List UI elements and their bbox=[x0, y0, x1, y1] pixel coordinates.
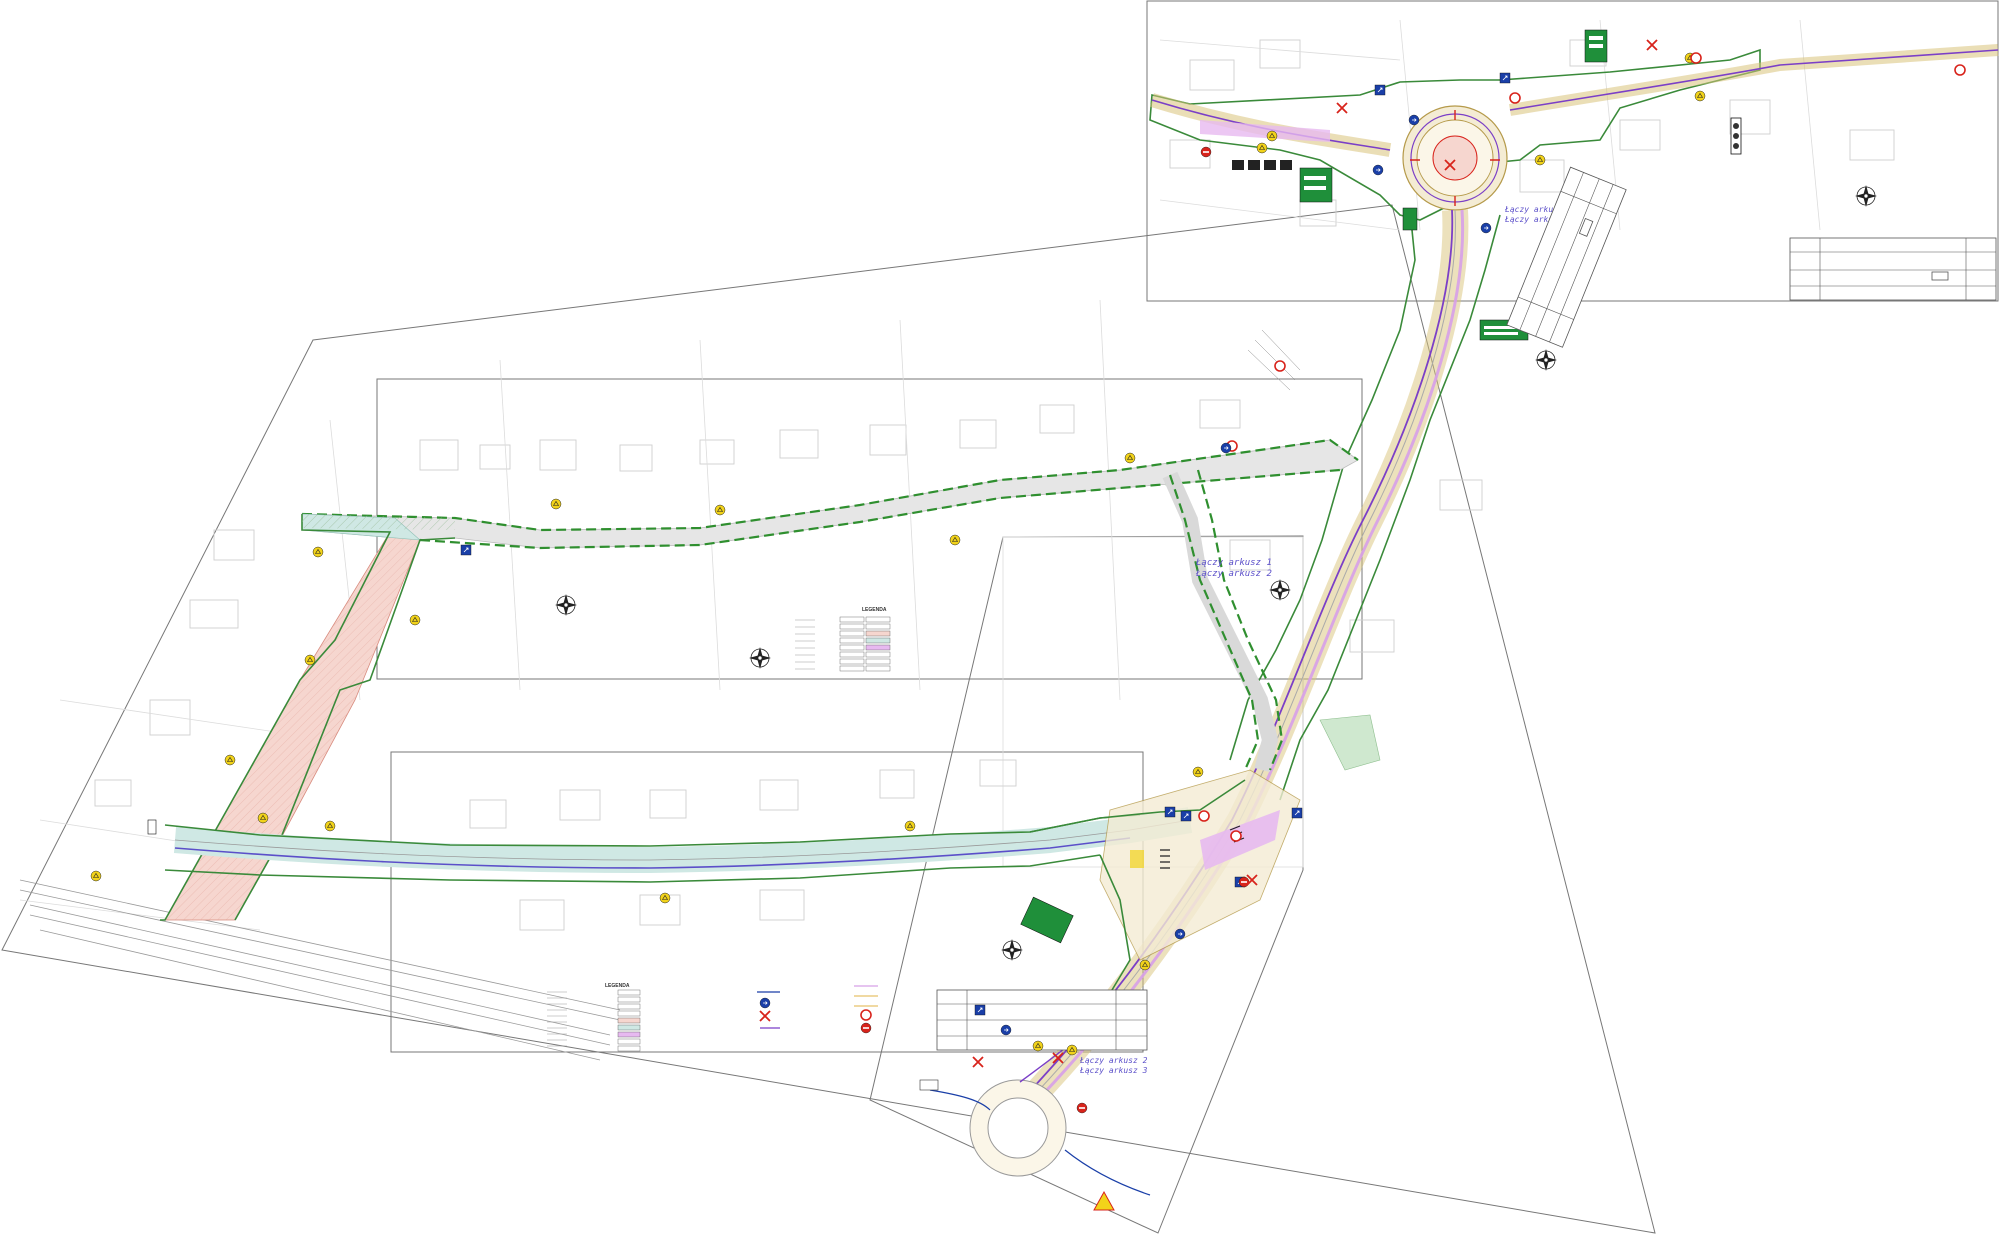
legend-rows-right bbox=[865, 616, 891, 672]
match-line-label: Łączy arkusz 1 bbox=[1504, 205, 1572, 214]
legend-top: LEGENDA bbox=[795, 607, 891, 672]
top-right-sheet: Łączy arkusz 1 Łączy arkusz 2 bbox=[1000, 29, 1999, 1130]
direction-sign-icon bbox=[1020, 896, 1074, 944]
background-parcels bbox=[19, 19, 1895, 1061]
chevron-signs bbox=[1232, 160, 1292, 170]
direction-sign-icon bbox=[1402, 207, 1418, 231]
compass-rose-icon bbox=[554, 593, 578, 617]
match-line-label: Łączy arkusz 2 bbox=[1504, 215, 1573, 224]
traffic-light-icon bbox=[147, 819, 157, 835]
compass-rose-icon bbox=[748, 646, 772, 670]
legend-bottom: LEGENDA bbox=[547, 983, 878, 1052]
bus-stop-icon bbox=[919, 1079, 939, 1091]
title-block-middle bbox=[1506, 166, 1627, 348]
legend-rows-mid bbox=[839, 616, 865, 672]
legend-rows-left bbox=[795, 619, 815, 670]
roundabout-south bbox=[969, 1009, 1111, 1177]
legend-title: LEGENDA bbox=[862, 607, 887, 613]
match-line-label: Łączy arkusz 3 bbox=[1079, 1066, 1148, 1075]
compass-rose-icon bbox=[1854, 184, 1878, 208]
compass-rose-icon bbox=[1268, 578, 1292, 602]
direction-sign-icon bbox=[1299, 167, 1333, 203]
direction-sign-icon bbox=[1584, 29, 1608, 63]
legend-title: LEGENDA bbox=[605, 983, 630, 989]
warning-sign-icon bbox=[1093, 1190, 1115, 1211]
compass-rose-icon bbox=[1534, 348, 1558, 372]
match-line-label: Łączy arkusz 2 bbox=[1079, 1056, 1148, 1065]
match-line-label: Łączy arkusz 1 bbox=[1195, 558, 1272, 568]
title-block-south bbox=[936, 989, 1148, 1051]
roundabout-north bbox=[1402, 105, 1508, 211]
compass-rose-icon bbox=[1000, 938, 1024, 962]
match-line-label: Łączy arkusz 2 bbox=[1195, 569, 1272, 579]
traffic-light-icon bbox=[1730, 117, 1742, 155]
title-block-north bbox=[1789, 237, 1997, 301]
left-sheet: Łączy arkusz 1 Łączy arkusz 2 bbox=[90, 438, 1381, 1011]
junction-middle bbox=[1029, 769, 1301, 1011]
legend-rotated bbox=[1220, 329, 1301, 454]
bottom-right-sheet: Łączy arkusz 2 Łączy arkusz 3 bbox=[919, 989, 1151, 1211]
